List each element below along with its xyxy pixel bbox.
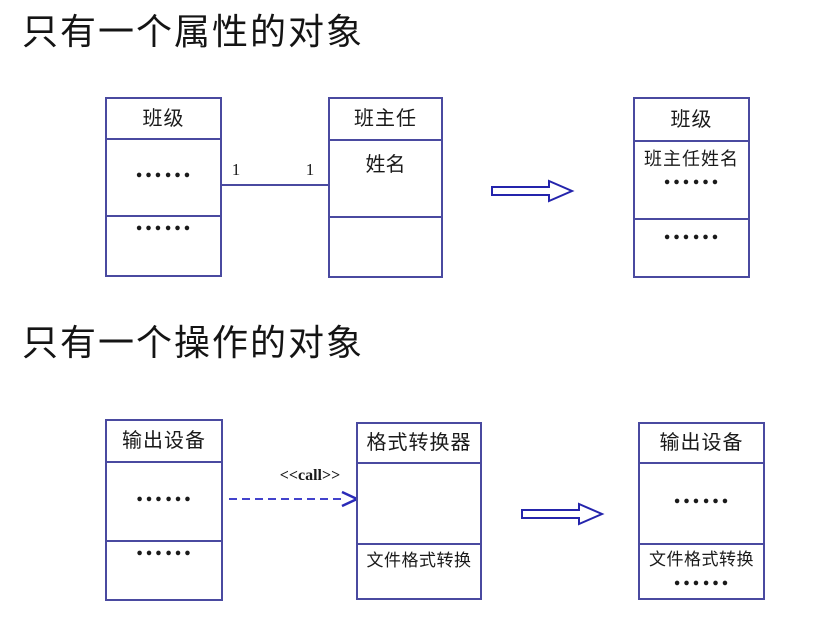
ellipsis-text: …… (134, 152, 193, 184)
class-name: 格式转换器 (366, 432, 472, 454)
ellipsis-text: …… (134, 206, 193, 237)
class-operations: …… (107, 533, 221, 599)
class-name: 班级 (670, 108, 713, 131)
class-name: 班级 (142, 107, 185, 130)
class-operations: …… (107, 208, 220, 275)
class-attributes: …… (640, 462, 763, 543)
class-name: 输出设备 (659, 432, 744, 454)
operation-label: 文件格式转换 (649, 550, 754, 569)
multiplicity-left: 1 (231, 160, 241, 179)
ellipsis-text: …… (672, 478, 731, 510)
association-line (222, 184, 328, 186)
section1-title: 只有一个属性的对象 (22, 12, 365, 52)
ellipsis-text: …… (672, 561, 731, 592)
class-operations: 文件格式转换 (358, 543, 480, 598)
ellipsis-text: …… (135, 531, 193, 562)
class-box-banzhuren: 班主任 姓名 (328, 97, 443, 278)
ellipsis-text: …… (135, 476, 193, 508)
transform-arrow-icon (491, 179, 575, 203)
multiplicity-right: 1 (305, 160, 315, 179)
ellipsis-text: …… (662, 160, 721, 191)
class-box-format-converter: 格式转换器 文件格式转换 (356, 422, 482, 600)
class-name: 班主任 (354, 108, 417, 130)
class-box-output-device-result: 输出设备 …… 文件格式转换 …… (638, 422, 765, 600)
class-name: 输出设备 (122, 430, 206, 452)
class-operations: …… (635, 215, 748, 276)
class-attributes: 姓名 (330, 139, 441, 216)
class-box-banji: 班级 …… …… (105, 97, 222, 277)
dependency-stereotype-label: <<call>> (279, 467, 341, 484)
dashed-dependency-arrow-icon (229, 490, 360, 508)
class-box-banji-result: 班级 班主任姓名 …… …… (633, 97, 750, 278)
class-box-output-device: 输出设备 …… …… (105, 419, 223, 601)
class-operations: 文件格式转换 …… (640, 543, 763, 600)
class-operations-empty (330, 216, 441, 276)
class-attributes: …… (107, 138, 220, 215)
class-attributes: 班主任姓名 …… (635, 140, 748, 218)
class-attributes: …… (107, 461, 221, 540)
ellipsis-text: …… (662, 215, 721, 246)
transform-arrow-icon (521, 502, 605, 526)
class-attributes-empty (358, 462, 480, 543)
attribute-label: 班主任姓名 (644, 149, 739, 169)
section2-title: 只有一个操作的对象 (22, 323, 365, 363)
